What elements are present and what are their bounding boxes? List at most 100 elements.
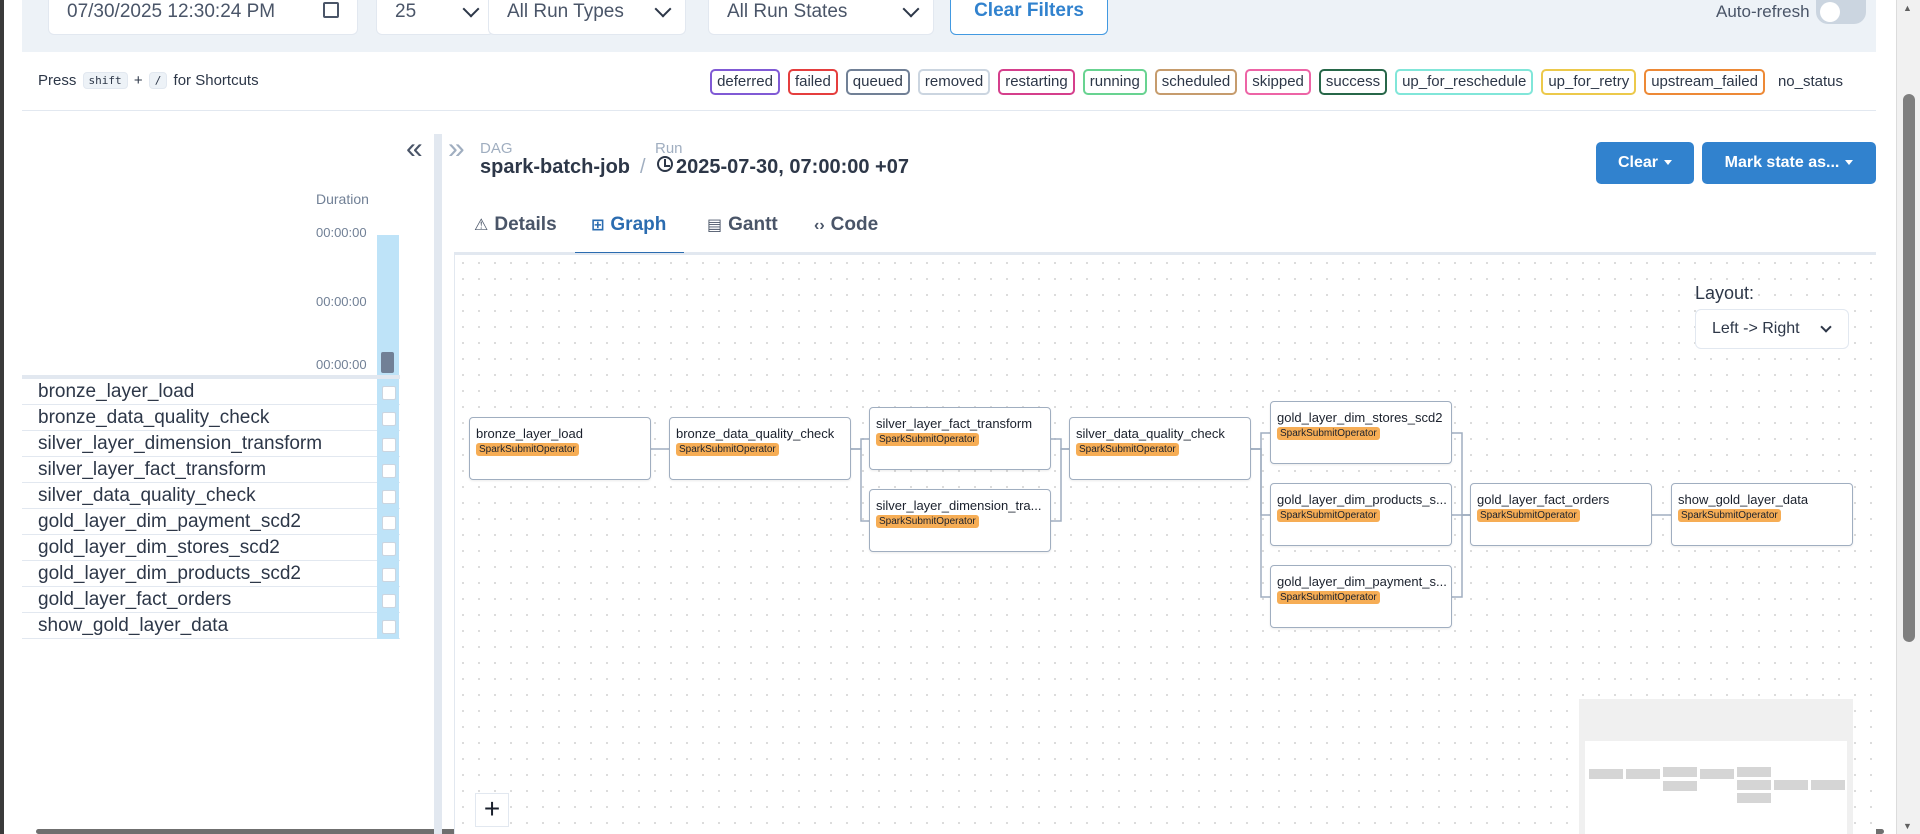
task-row[interactable]: bronze_data_quality_check bbox=[22, 405, 400, 431]
dag-run-bar[interactable] bbox=[381, 352, 394, 373]
caret-down-icon bbox=[1664, 160, 1673, 165]
task-instance-cell[interactable] bbox=[377, 457, 399, 483]
vertical-scrollbar[interactable]: ▲ ▼ bbox=[1896, 0, 1920, 834]
minimap-node bbox=[1737, 793, 1771, 803]
tab-gantt[interactable]: ▤ Gantt bbox=[707, 206, 778, 254]
chevron-down-icon bbox=[462, 0, 480, 18]
operator-badge: SparkSubmitOperator bbox=[1277, 427, 1380, 440]
task-instance-cell[interactable] bbox=[377, 535, 399, 561]
auto-refresh-toggle[interactable] bbox=[1816, 0, 1866, 24]
run-limit-value: 25 bbox=[395, 1, 417, 22]
scroll-up-icon[interactable]: ▲ bbox=[1903, 3, 1912, 13]
task-instance-cell[interactable] bbox=[377, 613, 399, 639]
legend-failed[interactable]: failed bbox=[787, 69, 838, 95]
task-node-gold-layer-dim-payment-scd2[interactable]: gold_layer_dim_payment_s...SparkSubmitOp… bbox=[1270, 565, 1452, 628]
task-row[interactable]: silver_layer_fact_transform bbox=[22, 457, 400, 483]
task-instance-cell[interactable] bbox=[377, 561, 399, 587]
tab-code[interactable]: ‹›Code bbox=[814, 206, 878, 254]
legend-upstream-failed[interactable]: upstream_failed bbox=[1644, 69, 1765, 95]
graph-minimap[interactable] bbox=[1579, 699, 1853, 834]
legend-scheduled[interactable]: scheduled bbox=[1154, 69, 1238, 95]
panel-splitter[interactable] bbox=[434, 134, 442, 834]
calendar-icon[interactable] bbox=[323, 2, 339, 18]
task-instance-cell[interactable] bbox=[377, 405, 399, 431]
legend-queued[interactable]: queued bbox=[845, 69, 910, 95]
tab-graph[interactable]: ⊞Graph bbox=[575, 206, 685, 254]
task-node-silver-layer-dimension-transform[interactable]: silver_layer_dimension_tra...SparkSubmit… bbox=[869, 489, 1051, 552]
legend-success[interactable]: success bbox=[1318, 69, 1388, 95]
task-row[interactable]: silver_layer_dimension_transform bbox=[22, 431, 400, 457]
window-left-edge bbox=[0, 0, 4, 834]
task-row[interactable]: gold_layer_dim_stores_scd2 bbox=[22, 535, 400, 561]
task-node-gold-layer-dim-products-scd2[interactable]: gold_layer_dim_products_s...SparkSubmitO… bbox=[1270, 483, 1452, 546]
graph-canvas[interactable]: Layout: Left -> Right + bronze_layer_loa… bbox=[454, 253, 1876, 834]
minimap-node bbox=[1663, 767, 1697, 777]
mark-state-button[interactable]: Mark state as... bbox=[1702, 142, 1876, 184]
breadcrumb-run-id[interactable]: 2025-07-30, 07:00:00 +07 bbox=[676, 156, 909, 178]
warning-icon: ⚠ bbox=[474, 217, 489, 234]
legend-deferred[interactable]: deferred bbox=[710, 69, 780, 95]
task-node-label: gold_layer_dim_payment_s... bbox=[1277, 574, 1447, 589]
legend-removed[interactable]: removed bbox=[917, 69, 991, 95]
layout-select[interactable]: Left -> Right bbox=[1695, 309, 1849, 349]
scrollbar-thumb[interactable] bbox=[1903, 94, 1915, 642]
task-instance-cell[interactable] bbox=[377, 431, 399, 457]
tab-label: Details bbox=[494, 214, 557, 235]
task-node-label: bronze_data_quality_check bbox=[676, 426, 835, 441]
run-state-select[interactable]: All Run States bbox=[708, 0, 934, 35]
legend-up-for-retry[interactable]: up_for_retry bbox=[1541, 69, 1637, 95]
layout-label: Layout: bbox=[1695, 283, 1755, 303]
shortcut-key-slash: / bbox=[148, 72, 168, 89]
execution-date-input[interactable]: 07/30/2025 12:30:24 PM bbox=[48, 0, 358, 35]
collapse-grid-icon[interactable]: « bbox=[406, 132, 423, 165]
breadcrumb-dag-label: DAG bbox=[480, 140, 513, 157]
task-row[interactable]: gold_layer_fact_orders bbox=[22, 587, 400, 613]
duration-tick: 00:00:00 bbox=[316, 357, 367, 372]
duration-tick: 00:00:00 bbox=[316, 294, 367, 309]
task-instance-cell[interactable] bbox=[377, 379, 399, 405]
scroll-down-icon[interactable]: ▼ bbox=[1903, 821, 1912, 831]
auto-refresh-label: Auto-refresh bbox=[1716, 2, 1810, 21]
legend-skipped[interactable]: skipped bbox=[1245, 69, 1311, 95]
expand-details-icon[interactable]: » bbox=[448, 132, 465, 165]
task-instance-cell[interactable] bbox=[377, 509, 399, 535]
task-row[interactable]: bronze_layer_load bbox=[22, 379, 400, 405]
minimap-node bbox=[1700, 769, 1734, 779]
breadcrumb-dag-id[interactable]: spark-batch-job bbox=[480, 156, 631, 178]
task-row[interactable]: show_gold_layer_data bbox=[22, 613, 400, 639]
zoom-in-button[interactable]: + bbox=[475, 793, 509, 827]
minimap-node bbox=[1737, 767, 1771, 777]
task-row[interactable]: gold_layer_dim_payment_scd2 bbox=[22, 509, 400, 535]
task-row[interactable]: silver_data_quality_check bbox=[22, 483, 400, 509]
legend-no-status[interactable]: no_status bbox=[1777, 73, 1843, 90]
minimap-node bbox=[1737, 780, 1771, 790]
operator-badge: SparkSubmitOperator bbox=[476, 443, 579, 456]
task-instance-cell[interactable] bbox=[377, 587, 399, 613]
tab-details[interactable]: ⚠ Details bbox=[474, 206, 557, 254]
run-type-select[interactable]: All Run Types bbox=[488, 0, 686, 35]
task-instance-cell[interactable] bbox=[377, 483, 399, 509]
clear-filters-button[interactable]: Clear Filters bbox=[950, 0, 1108, 35]
clear-button[interactable]: Clear bbox=[1596, 142, 1694, 184]
tab-label: Gantt bbox=[728, 214, 778, 235]
gantt-icon: ▤ bbox=[707, 217, 723, 234]
legend-restarting[interactable]: restarting bbox=[998, 69, 1075, 95]
shortcut-key-shift: shift bbox=[82, 72, 128, 89]
duration-tick: 00:00:00 bbox=[316, 225, 367, 240]
legend-up-for-reschedule[interactable]: up_for_reschedule bbox=[1395, 69, 1534, 95]
task-row[interactable]: gold_layer_dim_products_scd2 bbox=[22, 561, 400, 587]
run-limit-select[interactable]: 25 bbox=[376, 0, 494, 35]
operator-badge: SparkSubmitOperator bbox=[1477, 509, 1580, 522]
state-legend: deferred failed queued removed restarting run… bbox=[710, 69, 1850, 95]
operator-badge: SparkSubmitOperator bbox=[676, 443, 779, 456]
tab-label: Graph bbox=[610, 214, 667, 235]
legend-running[interactable]: running bbox=[1082, 69, 1147, 95]
